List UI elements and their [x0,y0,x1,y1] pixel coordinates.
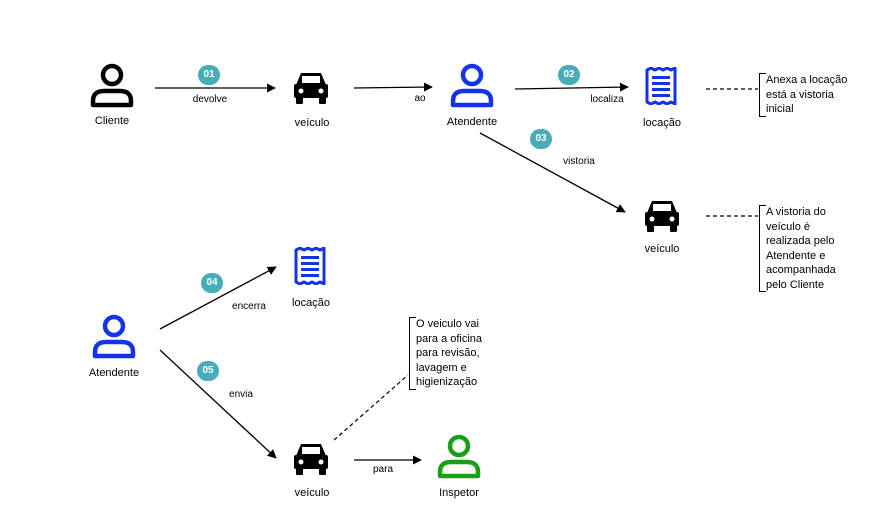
annotation-line: acompanhada [766,264,836,276]
locacao-document-icon [645,67,677,105]
edge-label-devolve: devolve [192,94,228,105]
edge-label-para: para [372,464,394,475]
annotation-line: para a oficina [416,332,483,345]
veiculo-label: veículo [644,243,680,255]
step-badge-03: 03 [530,129,552,149]
edge-label-encerra: encerra [232,301,266,312]
annotation-line: está a vistoria [766,88,834,101]
veiculo-label: veículo [294,487,330,499]
edge-vistoria-line [479,132,626,213]
annotation-line: Atendente e [766,249,826,262]
edge-envia-line [159,349,277,459]
edge-label-vistoria: vistoria [563,156,595,167]
annotation-line: para revisão, [416,347,480,359]
annotation-line: realizada pelo [766,235,835,247]
dashed-link-oficina [333,374,409,441]
veiculo-car-icon [294,73,328,104]
locacao-label: locação [643,117,681,129]
annotation-line: higienização [416,376,478,388]
inspetor-person-icon [437,434,481,479]
edge-label-localiza: localiza [590,94,624,105]
annotation-line: O veiculo vai [416,318,479,330]
atendente-person-icon [92,314,136,359]
step-badge-04: 04 [201,273,223,293]
annotation-vistoria: A vistoria do veículo é realizada pelo A… [759,205,836,292]
edge-label-ao: ao [414,93,426,104]
annotation-line: A vistoria do [766,206,826,218]
annotation-line: veículo é [766,220,811,233]
edge-encerra-line [159,266,277,330]
annotation-oficina: O veiculo vai para a oficina para revisã… [409,317,482,390]
step-badge-02: 02 [558,65,580,85]
step-badge-05: 05 [197,361,219,381]
edge-ao-line [353,82,433,92]
step-badge-01: 01 [198,65,220,85]
veiculo-car-icon [294,444,328,475]
atendente-person-icon [450,63,494,108]
inspetor-label: Inspetor [439,487,479,499]
annotation-line: pelo Cliente [766,278,825,291]
edge-localiza-line [514,82,629,92]
annotation-line: Anexa a locação [766,74,848,86]
atendente-label: Atendente [446,116,498,128]
atendente-label: Atendente [88,367,140,379]
locacao-label: locação [292,297,330,309]
cliente-person-icon [90,63,134,108]
veiculo-car-icon [645,201,679,232]
annotation-line: lavagem e [416,361,467,374]
annotation-line: inicial [766,103,794,115]
edge-label-envia: envia [229,389,253,400]
locacao-document-icon [294,247,326,285]
cliente-label: Cliente [94,115,130,127]
veiculo-label: veículo [294,117,330,129]
annotation-anexa: Anexa a locação está a vistoria inicial [759,73,847,117]
